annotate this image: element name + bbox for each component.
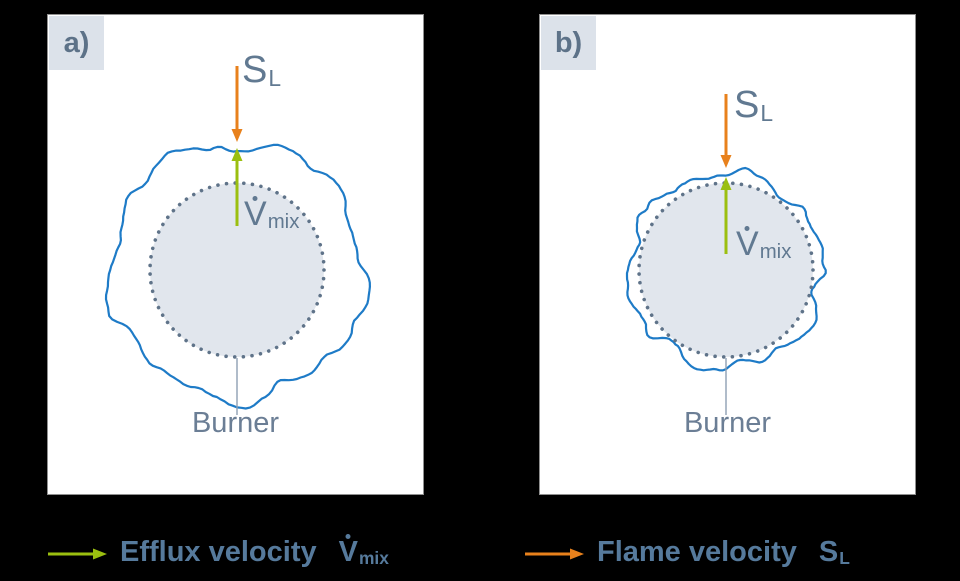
- panel-label: b): [554, 26, 583, 59]
- flame-symbol-main: S: [242, 51, 267, 89]
- panel-b-diagram: [625, 94, 827, 415]
- legend-efflux-text: Efflux velocity: [120, 536, 317, 568]
- flame-velocity-label: SL: [242, 51, 281, 89]
- panel-b: b) SL Vmix Burner: [539, 14, 916, 495]
- panel-label-badge: a): [49, 16, 104, 70]
- efflux-symbol-main: V: [736, 225, 759, 263]
- panel-label-badge: b): [541, 16, 596, 70]
- flame-symbol-letter: S: [242, 49, 268, 91]
- panel-a: a) SL Vmix Burner: [47, 14, 424, 495]
- legend-flame-symbol-letter: S: [818, 536, 839, 568]
- legend-efflux-symbol: Vmix: [338, 534, 389, 569]
- efflux-symbol: Vmix: [736, 225, 792, 264]
- legend-efflux-symbol-letter: V: [338, 536, 358, 568]
- panel-label: a): [63, 26, 90, 59]
- efflux-symbol-letter: V: [244, 195, 267, 233]
- flame-symbol: SL: [734, 86, 773, 124]
- overdot-icon: [744, 226, 750, 231]
- flame-arrow-icon: [525, 548, 584, 560]
- legend-flame-text: Flame velocity: [597, 536, 797, 568]
- efflux-velocity-label: Vmix: [736, 225, 792, 264]
- efflux-symbol-sub: mix: [267, 211, 300, 234]
- legend-efflux-symbol-main: V: [338, 534, 358, 569]
- efflux-symbol-main: V: [244, 195, 267, 233]
- efflux-symbol-sub: mix: [759, 241, 792, 264]
- panel-a-diagram: [104, 66, 371, 415]
- efflux-symbol: Vmix: [244, 195, 300, 234]
- legend-flame-symbol: SL: [819, 536, 850, 569]
- overdot-icon: [252, 196, 258, 201]
- efflux-symbol-letter: V: [736, 225, 759, 263]
- burner-label: Burner: [191, 407, 280, 439]
- efflux-arrow-icon: [48, 548, 107, 560]
- legend-efflux-symbol-sub: mix: [358, 547, 389, 568]
- efflux-velocity-label: Vmix: [244, 195, 300, 234]
- legend-flame-symbol-main: S: [819, 536, 838, 569]
- legend-flame-symbol-sub: L: [839, 547, 850, 568]
- overdot-icon: [345, 534, 351, 539]
- flame-symbol-sub: L: [268, 64, 282, 91]
- legend-efflux: Efflux velocity Vmix: [47, 534, 389, 569]
- flame-symbol: SL: [242, 51, 281, 89]
- flame-symbol-letter: S: [734, 84, 760, 126]
- flame-velocity-label: SL: [734, 86, 773, 124]
- legend-flame: Flame velocity SL: [524, 536, 850, 569]
- burner-label: Burner: [683, 407, 772, 439]
- flame-symbol-main: S: [734, 86, 759, 124]
- flame-symbol-sub: L: [760, 99, 774, 126]
